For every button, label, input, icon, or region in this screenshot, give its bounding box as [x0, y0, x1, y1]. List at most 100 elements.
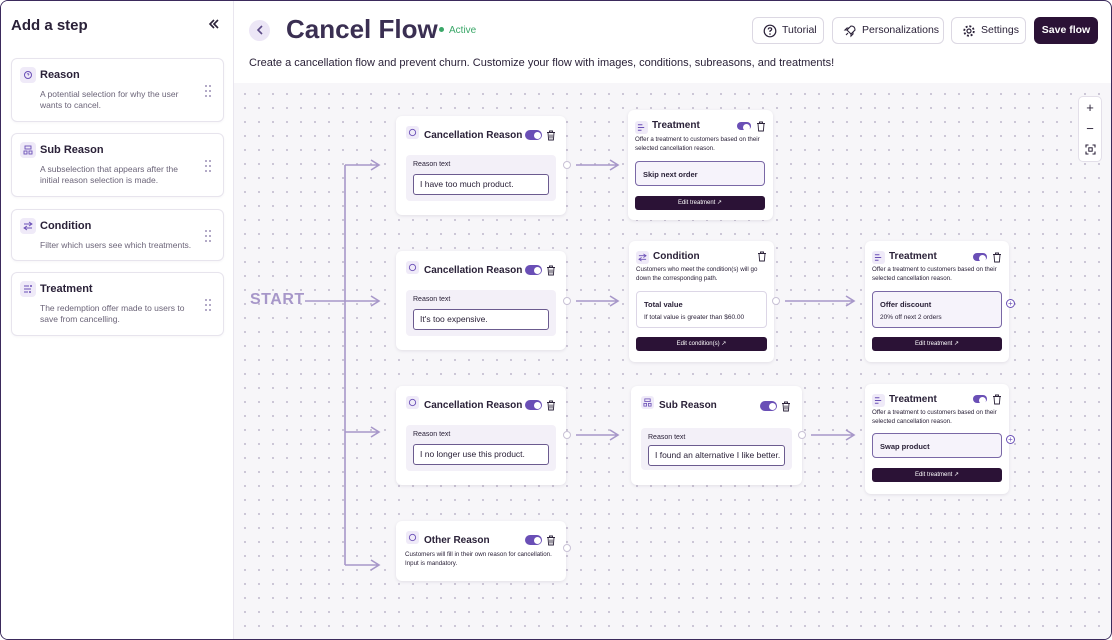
status-badge: Active — [439, 25, 476, 36]
settings-button[interactable]: Settings — [951, 17, 1026, 44]
treatment-icon — [635, 121, 648, 134]
start-label: START — [250, 291, 305, 308]
option-subtitle: 20% off next 2 orders — [880, 314, 942, 321]
enable-toggle[interactable] — [525, 130, 542, 140]
trash-icon[interactable] — [546, 265, 556, 276]
reason-text-input[interactable]: I found an alternative I like better. — [648, 445, 785, 466]
treatment-icon — [20, 281, 36, 297]
node-title: Other Reason — [424, 535, 490, 546]
reason-node[interactable]: Cancellation Reason Reason text I no lon… — [396, 386, 571, 485]
step-card-description: A potential selection for why the user w… — [40, 89, 179, 110]
enable-toggle[interactable] — [973, 253, 987, 262]
reason-node[interactable]: Cancellation Reason Reason text It's too… — [396, 251, 571, 350]
reason-text-input[interactable]: It's too expensive. — [413, 309, 549, 330]
zoom-in-button[interactable]: + — [1086, 100, 1094, 115]
step-card-treatment[interactable]: Treatment The redemption offer made to u… — [11, 272, 224, 336]
output-port[interactable] — [563, 544, 571, 552]
enable-toggle[interactable] — [737, 122, 751, 131]
personalizations-button[interactable]: Personalizations — [832, 17, 944, 44]
edit-treatment-button[interactable]: Edit treatment ↗ — [872, 468, 1002, 482]
button-label: Edit treatment — [677, 200, 716, 206]
node-description: Offer a treatment to customers based on … — [872, 409, 997, 425]
node-title: Treatment — [652, 120, 700, 131]
trash-icon[interactable] — [546, 400, 556, 411]
status-label: Active — [449, 25, 477, 36]
reason-field: Reason text I found an alternative I lik… — [641, 428, 792, 470]
condition-node[interactable]: Condition Customers who meet the conditi… — [629, 241, 780, 362]
trash-icon[interactable] — [546, 130, 556, 141]
trash-icon[interactable] — [757, 251, 767, 262]
zoom-out-button[interactable]: − — [1086, 121, 1094, 136]
treatment-node[interactable]: Treatment Offer a treatment to customers… — [865, 384, 1015, 494]
edit-conditions-button[interactable]: Edit condition(s) ↗ — [636, 337, 767, 351]
tutorial-label: Tutorial — [782, 24, 817, 36]
enable-toggle[interactable] — [525, 265, 542, 275]
enable-toggle[interactable] — [525, 535, 542, 545]
treatment-node[interactable]: Treatment Offer a treatment to customers… — [628, 110, 773, 220]
step-card-description: A subselection that appears after the in… — [40, 164, 178, 185]
step-card-reason[interactable]: Reason A potential selection for why the… — [11, 58, 224, 122]
treatment-node[interactable]: Treatment Offer a treatment to customers… — [865, 241, 1015, 362]
gear-icon — [963, 25, 975, 37]
trash-icon[interactable] — [756, 121, 766, 132]
back-button[interactable] — [249, 20, 270, 41]
edit-treatment-button[interactable]: Edit treatment ↗ — [635, 196, 765, 210]
reason-text-input[interactable]: I have too much product. — [413, 174, 549, 195]
node-title: Treatment — [889, 394, 937, 405]
step-card-description: Filter which users see which treatments. — [40, 240, 192, 250]
output-port[interactable] — [563, 297, 571, 305]
rocket-icon — [843, 25, 856, 38]
option-title: Swap product — [880, 442, 930, 451]
trash-icon[interactable] — [992, 252, 1002, 263]
enable-toggle[interactable] — [973, 395, 987, 404]
reason-field: Reason text I have too much product. — [406, 155, 556, 201]
option-title: Skip next order — [643, 170, 698, 179]
node-title: Condition — [653, 251, 700, 262]
trash-icon[interactable] — [781, 401, 791, 412]
enable-toggle[interactable] — [525, 400, 542, 410]
drag-handle-icon[interactable] — [205, 160, 211, 172]
condition-icon — [20, 218, 36, 234]
step-card-description: The redemption offer made to users to sa… — [40, 303, 185, 324]
step-card-title: Sub Reason — [40, 144, 104, 156]
enable-toggle[interactable] — [760, 401, 777, 411]
reason-node[interactable]: Cancellation Reason Reason text I have t… — [396, 116, 571, 215]
sub-reason-icon — [641, 396, 654, 409]
save-flow-button[interactable]: Save flow — [1034, 17, 1098, 44]
treatment-option[interactable]: Offer discount 20% off next 2 orders — [872, 291, 1002, 328]
condition-option[interactable]: Total value If total value is greater th… — [636, 291, 767, 328]
other-reason-node[interactable]: Other Reason Customers will fill in thei… — [396, 521, 571, 581]
drag-handle-icon[interactable] — [205, 230, 211, 242]
node-title: Sub Reason — [659, 400, 717, 411]
trash-icon[interactable] — [992, 394, 1002, 405]
output-port[interactable] — [772, 297, 780, 305]
page-title: Cancel Flow — [286, 14, 438, 44]
collapse-sidebar-icon[interactable] — [207, 17, 225, 35]
step-card-condition[interactable]: Condition Filter which users see which t… — [11, 209, 224, 261]
button-label: Edit treatment — [914, 341, 953, 347]
step-card-sub-reason[interactable]: Sub Reason A subselection that appears a… — [11, 133, 224, 197]
drag-handle-icon[interactable] — [205, 85, 211, 97]
reason-icon — [20, 67, 36, 83]
drag-handle-icon[interactable] — [205, 299, 211, 311]
node-title: Cancellation Reason — [424, 400, 523, 411]
output-port[interactable] — [563, 161, 571, 169]
tutorial-button[interactable]: Tutorial — [752, 17, 824, 44]
treatment-icon — [872, 394, 885, 407]
option-title: Offer discount — [880, 300, 932, 309]
reason-icon — [406, 396, 419, 409]
step-card-title: Reason — [40, 69, 80, 81]
sub-reason-node[interactable]: Sub Reason Reason text I found an altern… — [631, 386, 806, 485]
output-port[interactable] — [563, 431, 571, 439]
sub-reason-icon — [20, 142, 36, 158]
output-port[interactable] — [798, 431, 806, 439]
trash-icon[interactable] — [546, 535, 556, 546]
reason-text-input[interactable]: I no longer use this product. — [413, 444, 549, 465]
treatment-option[interactable]: Swap product — [872, 433, 1002, 458]
treatment-option[interactable]: Skip next order — [635, 161, 765, 186]
fit-view-button[interactable] — [1079, 139, 1101, 160]
add-step-icon[interactable]: + — [1006, 299, 1015, 308]
edit-treatment-button[interactable]: Edit treatment ↗ — [872, 337, 1002, 351]
node-title: Treatment — [889, 251, 937, 262]
add-step-icon[interactable]: + — [1006, 435, 1015, 444]
